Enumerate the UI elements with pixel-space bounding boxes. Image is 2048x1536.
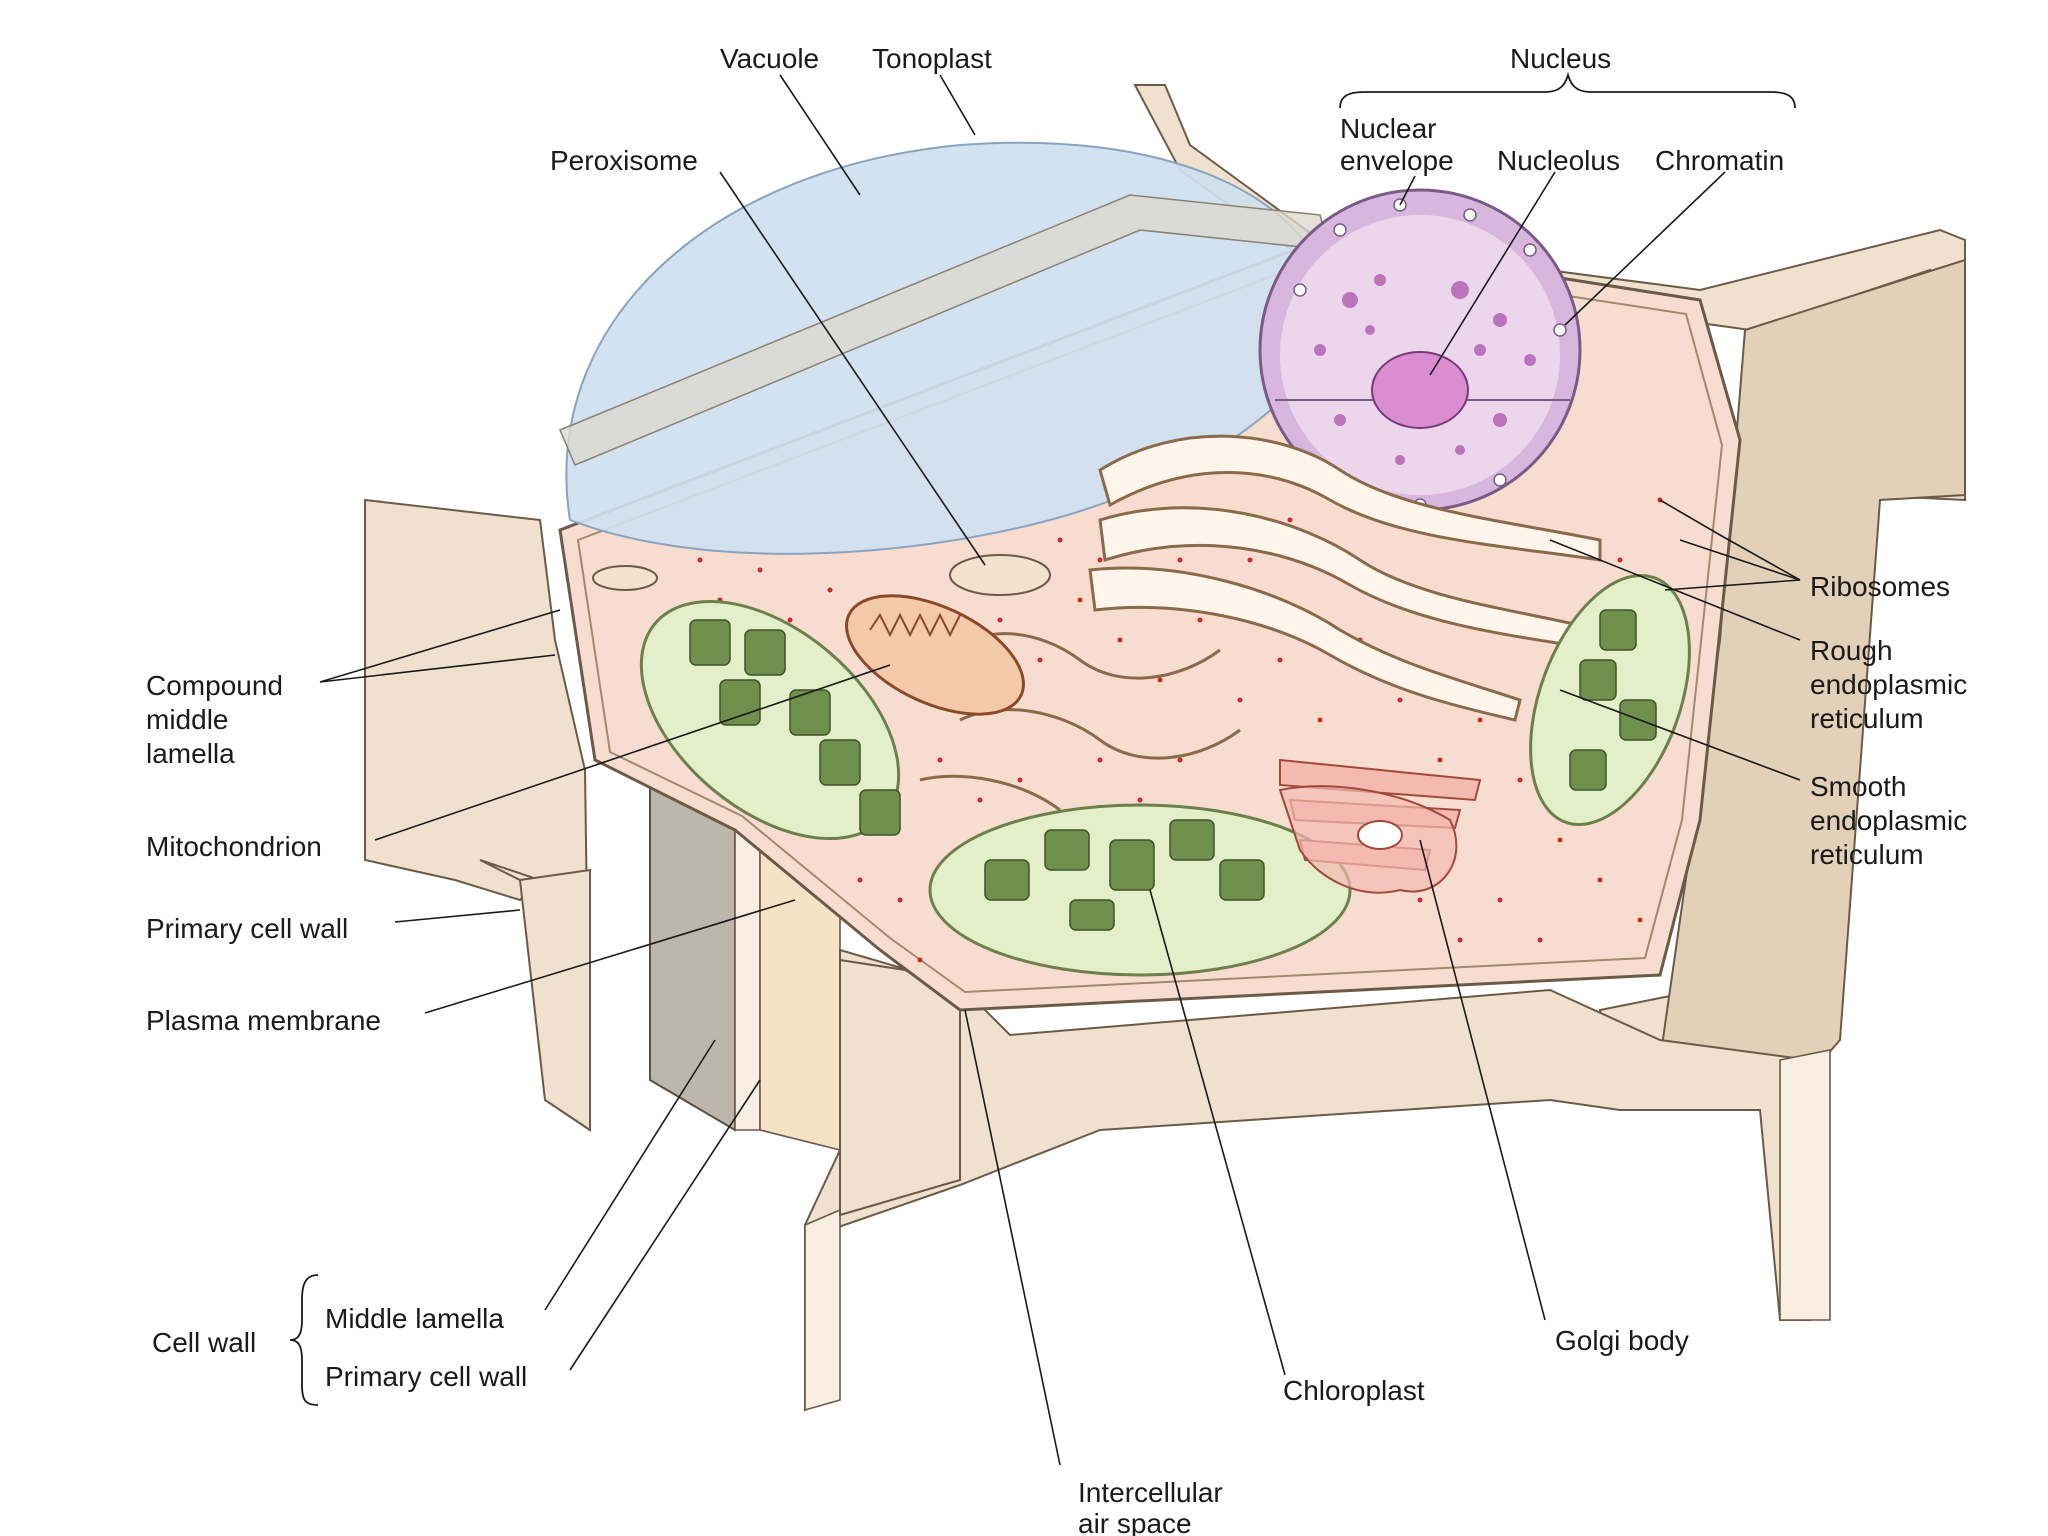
leader-compound-a — [319, 609, 561, 683]
small-vesicle — [592, 565, 658, 591]
leader-air-space — [964, 1009, 1061, 1466]
mitochondrion-body — [845, 594, 1025, 716]
label-peroxisome: Peroxisome — [550, 145, 698, 176]
label-mitochondrion: Mitochondrion — [146, 831, 322, 862]
label-rough-er-3: reticulum — [1810, 703, 1924, 734]
label-smooth-er-1: Smooth — [1810, 771, 1907, 802]
label-compound-1: Compound — [146, 670, 283, 701]
nucleolus-body — [1371, 351, 1469, 429]
leader-ribosomes-c — [1664, 579, 1801, 591]
label-nuclear-envelope-1: Nuclear — [1340, 113, 1436, 144]
peroxisome — [949, 554, 1051, 596]
label-tonoplast: Tonoplast — [872, 43, 992, 74]
leader-plasma-membrane — [424, 899, 796, 1014]
label-middle-lamella: Middle lamella — [325, 1303, 504, 1334]
leader-compound-b — [319, 654, 556, 683]
leader-peroxisome — [719, 171, 986, 566]
label-vacuole: Vacuole — [720, 43, 819, 74]
leader-primary-wall-2 — [569, 1079, 761, 1371]
left-wall-flap — [518, 868, 591, 1132]
label-golgi-body: Golgi body — [1555, 1325, 1689, 1356]
leader-nuclear-envelope — [1399, 175, 1416, 206]
chloroplast-right-grana — [1569, 609, 1657, 791]
chloroplast-bottom-grana — [984, 819, 1265, 931]
label-primary-cell-wall: Primary cell wall — [146, 913, 348, 944]
leader-mitochondrion — [374, 664, 891, 841]
right-wall-edge — [1779, 1049, 1831, 1321]
label-compound-3: lamella — [146, 738, 235, 769]
mitochondrion-cristae — [869, 612, 961, 638]
label-cell-wall: Cell wall — [152, 1327, 256, 1358]
label-intercellular-2: air space — [1078, 1508, 1192, 1536]
label-rough-er-1: Rough — [1810, 635, 1893, 666]
label-smooth-er-2: endoplasmic — [1810, 805, 1967, 836]
leader-smooth-er — [1559, 689, 1801, 781]
label-ribosomes: Ribosomes — [1810, 571, 1950, 602]
label-intercellular-1: Intercellular — [1078, 1477, 1223, 1508]
leader-rough-er — [1549, 539, 1801, 641]
label-smooth-er-3: reticulum — [1810, 839, 1924, 870]
label-primary-cell-wall-2: Primary cell wall — [325, 1361, 527, 1392]
chloroplast-left-grana — [689, 619, 901, 836]
cell-wall-brace — [289, 1274, 319, 1406]
leader-golgi — [1419, 839, 1546, 1321]
leader-tonoplast — [939, 74, 976, 136]
nucleus — [1258, 188, 1582, 512]
label-chloroplast: Chloroplast — [1283, 1375, 1425, 1406]
front-left-wall — [839, 958, 961, 1217]
labels: Vacuole Tonoplast Nucleus Nuclear envelo… — [146, 43, 1967, 1536]
label-plasma-membrane: Plasma membrane — [146, 1005, 381, 1036]
leader-primary-wall — [394, 909, 521, 923]
label-nuclear-envelope-2: envelope — [1340, 145, 1454, 176]
chloroplast-right — [1529, 574, 1691, 826]
label-compound-2: middle — [146, 704, 228, 735]
leader-chloroplast — [1149, 889, 1286, 1376]
label-chromatin: Chromatin — [1655, 145, 1784, 176]
golgi-vesicle — [1357, 820, 1403, 850]
endoplasmic-reticulum — [919, 434, 1602, 812]
rough-er-fold-3 — [1088, 566, 1522, 722]
leader-lines — [289, 71, 1801, 1466]
golgi-body — [1278, 758, 1482, 894]
leader-chromatin — [1564, 171, 1726, 326]
label-nucleus: Nucleus — [1510, 43, 1611, 74]
chloroplast-left — [639, 599, 901, 841]
ribosome-dots — [637, 497, 1663, 963]
nuclear-pores — [1293, 198, 1567, 512]
mitochondrion — [845, 594, 1025, 716]
label-nucleolus: Nucleolus — [1497, 145, 1620, 176]
leader-vacuole — [779, 74, 861, 196]
leader-ribosomes — [1659, 499, 1801, 581]
leader-middle-lamella — [544, 1039, 716, 1311]
front-wall-edge — [804, 1208, 841, 1412]
leader-nucleolus — [1429, 171, 1556, 376]
leader-ribosomes-b — [1679, 539, 1801, 581]
label-rough-er-2: endoplasmic — [1810, 669, 1967, 700]
chromatin-spots — [1314, 274, 1536, 465]
chloroplast-bottom — [928, 803, 1352, 977]
nucleus-bracket — [1339, 71, 1796, 109]
rough-er-stack — [1098, 434, 1602, 562]
